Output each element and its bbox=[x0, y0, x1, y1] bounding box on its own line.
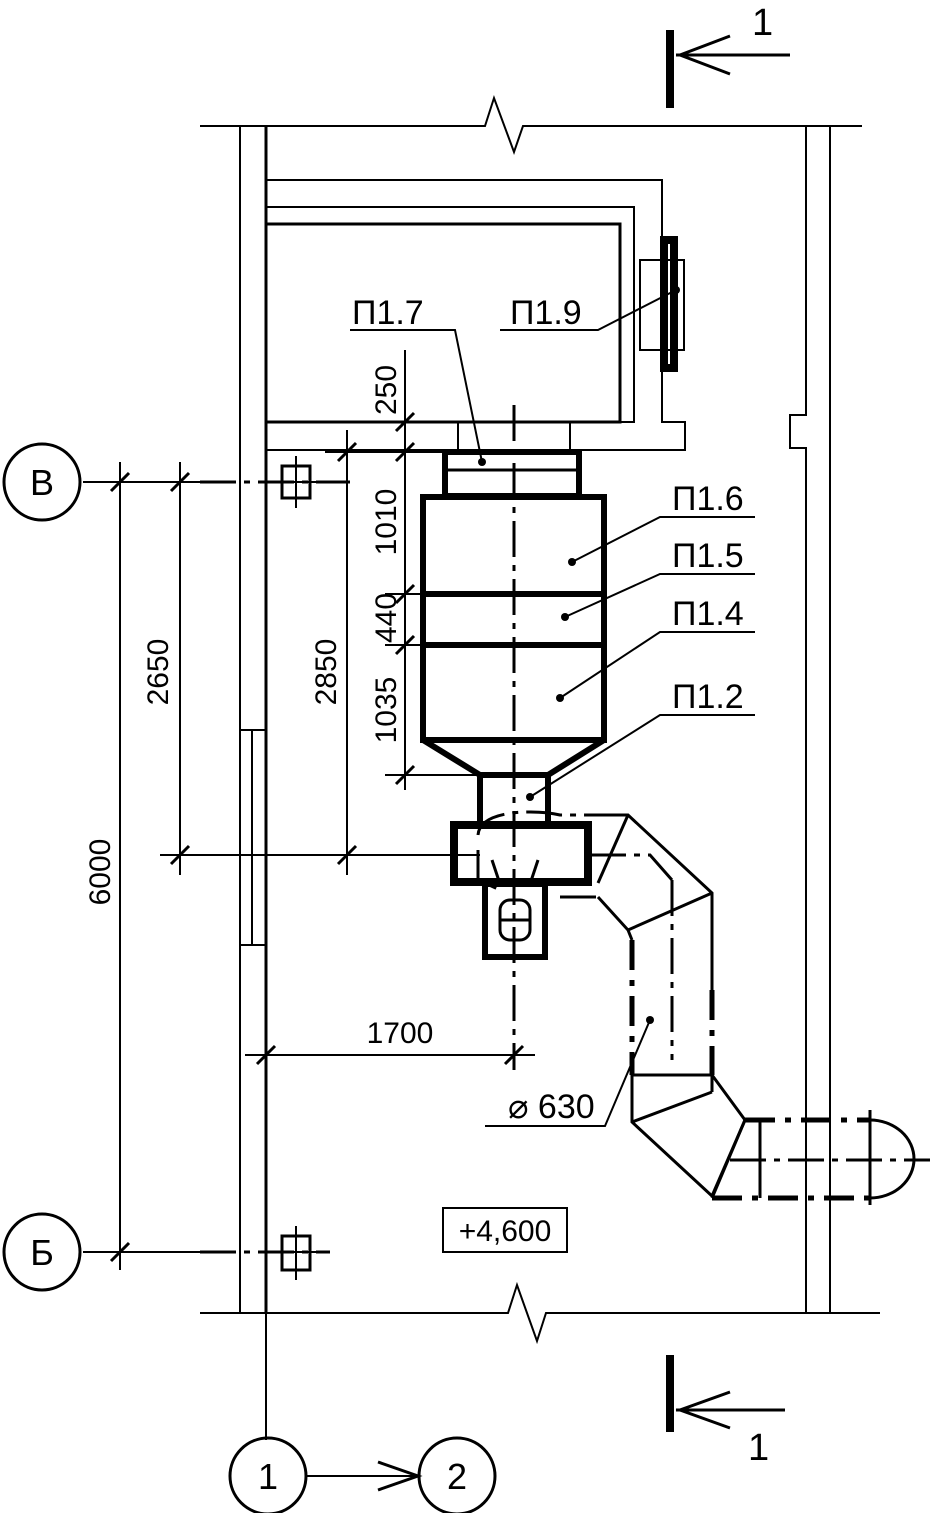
dim-2650: 2650 bbox=[142, 639, 175, 706]
axis-label-1: 1 bbox=[258, 1456, 278, 1497]
elevation-box bbox=[442, 1207, 568, 1253]
drawing-text: 1 1 В Б 1 2 П1.7 П1.9 П1.6 П1.5 П1.4 П1.… bbox=[30, 2, 773, 1497]
upper-chamber bbox=[266, 179, 686, 451]
section-mark-bottom: 1 bbox=[748, 1427, 769, 1469]
air-handling-unit bbox=[420, 405, 607, 1070]
duct-run bbox=[588, 813, 930, 1205]
label-p12: П1.2 bbox=[672, 678, 744, 716]
dim-440: 440 bbox=[370, 593, 403, 643]
dimension-lines bbox=[109, 350, 535, 1270]
label-p17: П1.7 bbox=[352, 294, 424, 332]
axis-lines bbox=[83, 480, 423, 1492]
dim-2850: 2850 bbox=[310, 639, 343, 706]
axis-label-2: 2 bbox=[447, 1456, 467, 1497]
dim-1010: 1010 bbox=[370, 489, 403, 556]
axis-label-v: В bbox=[30, 462, 54, 503]
column-markers bbox=[272, 456, 330, 1280]
axis-label-b: Б bbox=[30, 1232, 54, 1273]
dim-1700: 1700 bbox=[367, 1017, 434, 1050]
dim-1035: 1035 bbox=[370, 677, 403, 744]
label-p16: П1.6 bbox=[672, 480, 744, 518]
section-mark-top: 1 bbox=[752, 2, 773, 44]
axis-bubbles bbox=[2, 442, 497, 1513]
dim-250: 250 bbox=[370, 365, 403, 415]
dim-6000: 6000 bbox=[84, 839, 117, 906]
label-p14: П1.4 bbox=[672, 595, 744, 633]
label-diameter: ⌀ 630 bbox=[508, 1088, 595, 1126]
leader-lines bbox=[350, 286, 755, 1127]
label-p19: П1.9 bbox=[510, 294, 582, 332]
label-elevation: +4,600 bbox=[459, 1215, 552, 1248]
building-walls bbox=[200, 94, 880, 1345]
section-marks bbox=[666, 30, 790, 1432]
label-p15: П1.5 bbox=[672, 537, 744, 575]
